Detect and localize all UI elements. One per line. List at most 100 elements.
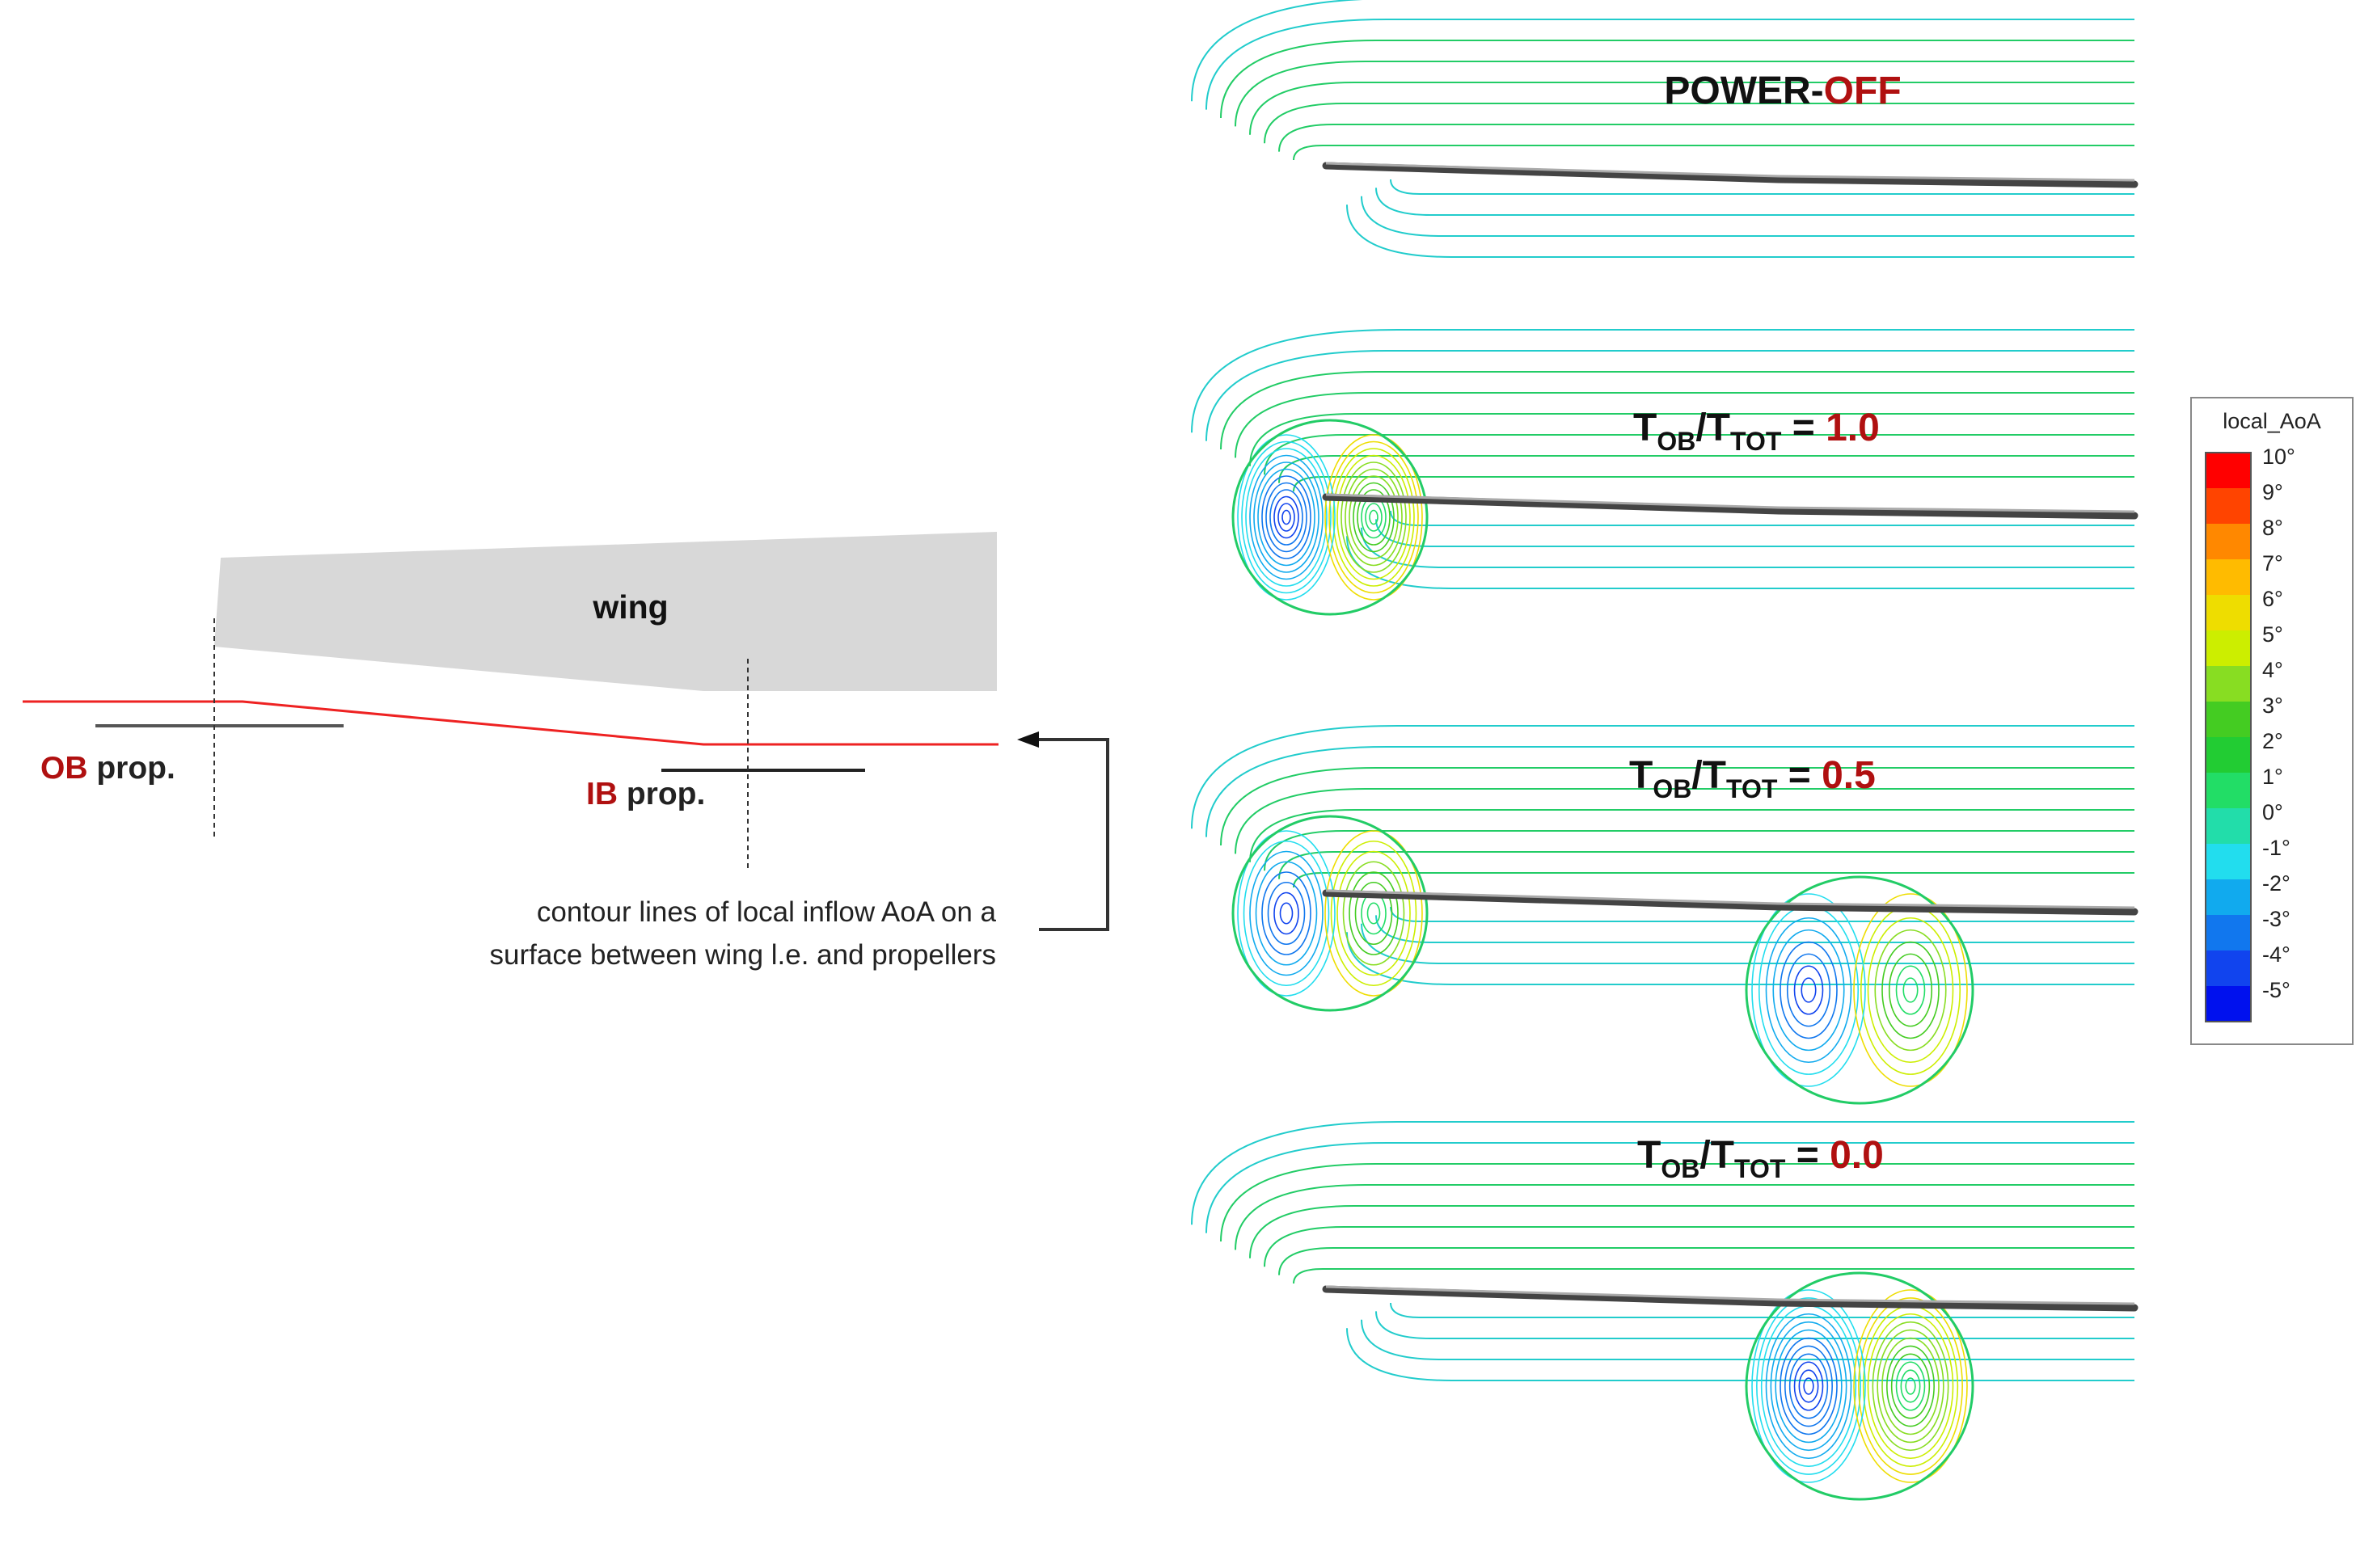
- ib-prop-label: IB prop.: [586, 777, 705, 811]
- contour-line: [1293, 145, 2134, 161]
- legend-tick-label: 5°: [2262, 622, 2283, 647]
- contour-line: [1877, 1329, 1944, 1444]
- legend-title: local_AoA: [2223, 409, 2321, 433]
- contour-line: [1273, 891, 1299, 935]
- legend-swatch: [2206, 595, 2251, 630]
- contour-line: [1361, 196, 2134, 237]
- contour-line: [1365, 503, 1383, 532]
- legend-tick-label: -1°: [2262, 836, 2290, 860]
- contour-line: [1361, 891, 1387, 935]
- contour-line: [1277, 503, 1295, 532]
- contour-line: [1758, 905, 1860, 1075]
- contour-panel-ratio-0-5: [1191, 725, 2138, 1105]
- contour-line: [1390, 510, 2134, 526]
- contour-line: [1220, 767, 2134, 846]
- legend-swatch: [2206, 559, 2251, 595]
- contour-panels: [1191, 0, 2138, 1501]
- callout-arrowhead: [1017, 731, 1039, 748]
- contour-line: [1336, 850, 1411, 976]
- legend-tick-label: 2°: [2262, 729, 2283, 753]
- contour-line: [1793, 1361, 1824, 1411]
- contour-line: [1243, 840, 1330, 987]
- legend-swatch: [2206, 915, 2251, 950]
- contour-line: [1220, 371, 2134, 450]
- contour-line: [1890, 1353, 1931, 1419]
- ob-prop-label: OB prop.: [40, 751, 175, 786]
- contour-line: [1881, 941, 1940, 1039]
- wing-schematic: wing OB prop. IB prop. contour lines of …: [23, 532, 1109, 971]
- contour-line: [1886, 1345, 1935, 1427]
- contour-line: [1279, 902, 1294, 925]
- legend-tick-label: -5°: [2262, 978, 2290, 1002]
- legend-tick-label: 8°: [2262, 516, 2283, 540]
- legend-swatch: [2206, 524, 2251, 559]
- contour-line: [1860, 905, 1961, 1075]
- contour-line: [1390, 1302, 2134, 1318]
- contour-line: [1220, 40, 2134, 119]
- legend-swatch: [2206, 879, 2251, 915]
- contour-line: [1867, 1313, 1954, 1460]
- panel-title-ratio-0-0: TOB/TTOT = 0.0: [1637, 1134, 1884, 1183]
- wing-section-line: [1322, 162, 2138, 188]
- contour-line: [1249, 850, 1324, 976]
- contour-line: [1237, 830, 1336, 997]
- contour-line: [1278, 1247, 2134, 1275]
- wing-section-highlight: [1325, 1285, 2135, 1305]
- contour-line: [1340, 462, 1407, 573]
- legend-tick-label: -4°: [2262, 942, 2290, 967]
- contour-line: [1900, 1369, 1921, 1403]
- contour-line: [1324, 434, 1423, 601]
- propeller-disc-outline: [1745, 875, 1974, 1105]
- contour-line: [1780, 941, 1838, 1039]
- propeller-disc-outline: [1745, 1271, 1974, 1501]
- contour-line: [1902, 977, 1919, 1003]
- contour-line: [1390, 179, 2134, 195]
- legend-swatch: [2206, 808, 2251, 844]
- contour-line: [1366, 902, 1381, 925]
- legend-tick-label: -3°: [2262, 907, 2290, 931]
- wing-label: wing: [592, 588, 668, 626]
- contour-line: [1874, 929, 1947, 1052]
- contour-line: [1330, 840, 1417, 987]
- caption-line-2: surface between wing l.e. and propellers: [490, 939, 996, 971]
- legend-swatch: [2206, 950, 2251, 986]
- legend-swatch: [2206, 844, 2251, 879]
- contour-panel-ratio-0-0: [1191, 1121, 2138, 1501]
- contour-line: [1895, 965, 1926, 1015]
- contour-line: [1751, 893, 1866, 1087]
- contour-line: [1281, 509, 1291, 525]
- contour-line: [1375, 188, 2134, 216]
- contour-line: [1220, 1163, 2134, 1242]
- contour-line: [1205, 19, 2134, 110]
- contour-line: [1784, 1345, 1833, 1427]
- propeller-disc-outline: [1231, 815, 1429, 1012]
- legend-tick-label: 10°: [2262, 445, 2295, 469]
- caption-line-1: contour lines of local inflow AoA on a: [537, 896, 997, 928]
- contour-line: [1375, 1311, 2134, 1339]
- contour-line: [1772, 929, 1845, 1052]
- contour-line: [1353, 482, 1395, 553]
- wing-section-line: [1322, 493, 2138, 520]
- contour-line: [1798, 1369, 1819, 1403]
- contour-line: [1191, 0, 1365, 102]
- contour-line: [1324, 830, 1423, 997]
- contour-line: [1361, 1319, 2134, 1360]
- contour-line: [1361, 923, 2134, 964]
- contour-line: [1257, 468, 1315, 567]
- contour-line: [1265, 482, 1307, 553]
- legend-swatch: [2206, 986, 2251, 1022]
- contour-line: [1346, 932, 2134, 985]
- contour-line: [1345, 468, 1403, 567]
- contour-line: [1853, 1289, 1968, 1483]
- legend-swatch: [2206, 453, 2251, 488]
- legend-tick-label: 1°: [2262, 765, 2283, 789]
- contour-line: [1249, 454, 1324, 580]
- panel-title-ratio-1: TOB/TTOT = 1.0: [1633, 407, 1880, 456]
- legend-swatch: [2206, 488, 2251, 524]
- contour-line: [1756, 1297, 1861, 1475]
- contour-line: [1249, 1205, 2134, 1258]
- panel-title-power-off: POWER-OFF: [1664, 70, 1901, 112]
- contour-line: [1241, 440, 1332, 594]
- contour-line: [1328, 440, 1419, 594]
- contour-line: [1191, 1121, 2134, 1225]
